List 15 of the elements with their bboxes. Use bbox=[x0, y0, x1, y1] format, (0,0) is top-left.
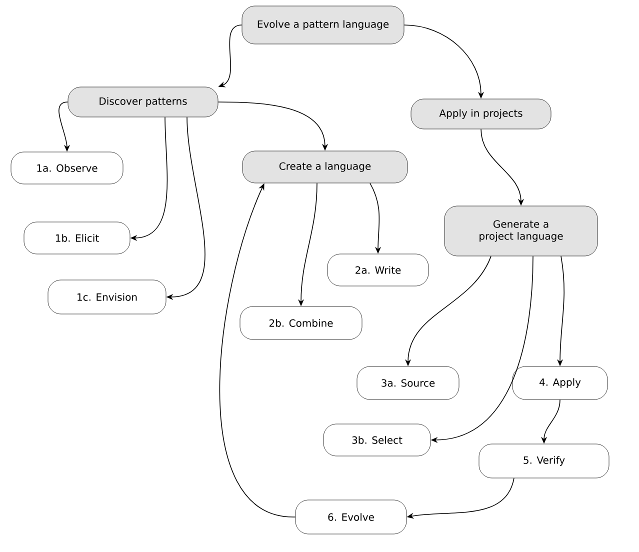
step-box: 1b. Elicit bbox=[24, 222, 130, 254]
step-box: 3a. Source bbox=[356, 366, 460, 400]
step-box: 1c. Envision bbox=[48, 280, 166, 314]
step-box: 2b. Combine bbox=[240, 306, 362, 340]
topic-box: Evolve a pattern language bbox=[242, 6, 404, 44]
topic-box: Generate a project language bbox=[444, 206, 598, 256]
step-box: 1a. Observe bbox=[10, 152, 124, 184]
step-box: 3b. Select bbox=[323, 424, 431, 456]
step-box: 5. Verify bbox=[478, 444, 610, 478]
topic-box: Apply in projects bbox=[410, 98, 552, 130]
topic-box: Create a language bbox=[242, 150, 408, 184]
topic-box: Discover patterns bbox=[68, 86, 218, 118]
step-box: 2a. Write bbox=[327, 254, 429, 286]
step-box: 4. Apply bbox=[512, 366, 608, 400]
step-box: 6. Evolve bbox=[295, 500, 407, 534]
